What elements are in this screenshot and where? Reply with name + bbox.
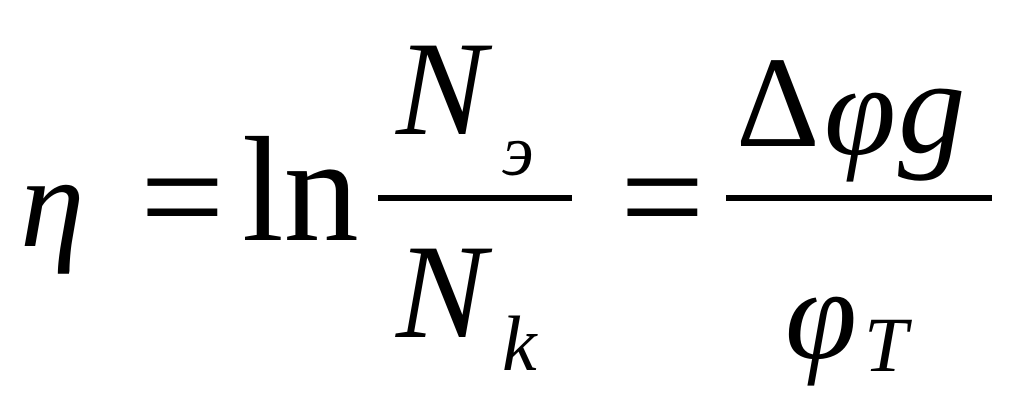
fraction2-numerator-delta: Δ [736,31,820,175]
fraction1-denominator-subscript: k [502,300,537,387]
equals-sign-2: = [620,114,705,280]
fraction1-denominator-base: N [396,218,487,367]
fraction1-numerator-base: N [396,15,487,164]
fraction1-numerator-subscript: э [502,111,534,191]
fraction2-denominator-subscript: T [864,301,908,388]
fraction2-numerator-phi: φ [824,39,896,183]
fraction2-numerator-g: g [898,33,966,182]
ln-operator: ln [242,107,359,273]
fraction2-denominator-phi: φ [785,243,857,387]
fraction1-bar [378,195,572,201]
fraction2-bar [726,195,992,201]
equals-sign-1: = [140,114,225,280]
eta-symbol: η [20,131,85,275]
